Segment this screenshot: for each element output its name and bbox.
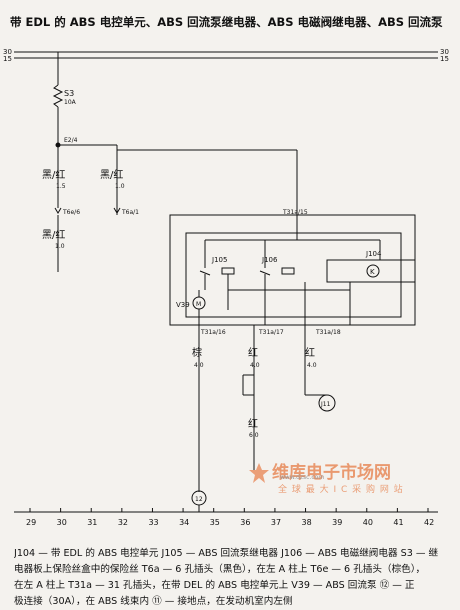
wire-size-left: 1.5 xyxy=(56,183,66,190)
watermark-subtitle: 全 球 最 大 I C 采 购 网 站 xyxy=(278,485,404,495)
label-e24: E2/4 xyxy=(64,137,78,144)
relay-j106-label: J106 xyxy=(261,256,278,264)
connector-t6e6: T6e/6 xyxy=(62,209,80,216)
watermark-logo: 维库电子市场网 www.dzsc.com 全 球 最 大 I C 采 购 网 站 xyxy=(248,458,448,500)
wire-size-red-3: 6.0 xyxy=(249,432,259,439)
wire-size-red-2: 4.0 xyxy=(307,362,317,369)
axis-number: 29 xyxy=(26,518,36,527)
motor-v39-label: V39 xyxy=(176,301,190,309)
axis-number: 31 xyxy=(87,518,97,527)
axis-number: 42 xyxy=(424,518,434,527)
axis-number: 37 xyxy=(271,518,281,527)
wire-color-lower: 黑/红 xyxy=(42,228,65,241)
axis-number: 36 xyxy=(240,518,250,527)
axis-number: 35 xyxy=(210,518,220,527)
connector-t31a16: T31a/16 xyxy=(200,329,226,336)
connector-t31a17: T31a/17 xyxy=(258,329,284,336)
wire-color-red-2: 红 xyxy=(305,346,315,359)
watermark-star-icon xyxy=(249,463,269,483)
diagram-caption: J104 — 带 EDL 的 ABS 电控单元 J105 — ABS 回流泵继电… xyxy=(14,546,454,610)
wire-size-brown: 4.0 xyxy=(194,362,204,369)
axis-number: 38 xyxy=(302,518,312,527)
axis-number: 34 xyxy=(179,518,189,527)
caption-line-3: 在左 A 柱上 T31a — 31 孔插头，在带 DEL 的 ABS 电控单元上… xyxy=(14,580,415,591)
fuse-rating: 10A xyxy=(64,99,77,106)
axis-number: 32 xyxy=(118,518,128,527)
rail-label-15-left: 15 xyxy=(3,55,12,63)
axis-number: 39 xyxy=(332,518,342,527)
rail-label-30-left: 30 xyxy=(3,48,12,56)
k-symbol-label: K xyxy=(370,268,375,276)
node-12-label: 12 xyxy=(195,496,203,503)
wire-color-red-1: 红 xyxy=(248,346,258,359)
axis-number: 30 xyxy=(57,518,67,527)
diagram-title: 带 EDL 的 ABS 电控单元、ABS 回流泵继电器、ABS 电磁阀继电器、A… xyxy=(10,15,443,29)
wire-color-brown: 棕 xyxy=(192,346,202,359)
axis-number: 41 xyxy=(393,518,403,527)
caption-line-4: 极连接（30A），在 ABS 线束内 ⑪ — 接地点，在发动机室内左侧 xyxy=(14,596,293,607)
relay-j105-label: J105 xyxy=(211,256,227,264)
fuse-name: S3 xyxy=(64,89,74,98)
j104-label: J104 xyxy=(365,250,382,258)
watermark-title: 维库电子市场网 xyxy=(272,463,391,483)
ground-j11-label: J11 xyxy=(320,401,331,408)
wire-size-lower: 1.0 xyxy=(55,243,65,250)
fuse-s3-symbol xyxy=(52,84,64,108)
connector-t31a18: T31a/18 xyxy=(315,329,341,336)
watermark-url: www.dzsc.com xyxy=(280,474,325,481)
j104-block xyxy=(326,259,416,283)
wire-size-red-1: 4.0 xyxy=(250,362,260,369)
k-symbol xyxy=(366,264,380,278)
axis-number: 40 xyxy=(363,518,373,527)
wire-color-red-3: 红 xyxy=(248,417,258,430)
caption-line-2: 电器板上保险丝盒中的保险丝 T6a — 6 孔插头（黑色），在左 A 柱上 T6… xyxy=(14,564,426,575)
connector-t6a1: T6a/1 xyxy=(121,209,139,216)
wire-color-right: 黑/红 xyxy=(100,168,123,181)
motor-m-label: M xyxy=(196,301,201,308)
wire-color-left: 黑/红 xyxy=(42,168,65,181)
connector-t31a15: T31a/15 xyxy=(282,209,308,216)
rail-label-30: 30 xyxy=(440,48,449,56)
axis-number: 33 xyxy=(148,518,158,527)
wire-size-right: 1.0 xyxy=(115,183,125,190)
abs-module-box xyxy=(169,214,416,326)
rail-label-15: 15 xyxy=(440,55,449,63)
caption-line-1: J104 — 带 EDL 的 ABS 电控单元 J105 — ABS 回流泵继电… xyxy=(14,548,439,559)
